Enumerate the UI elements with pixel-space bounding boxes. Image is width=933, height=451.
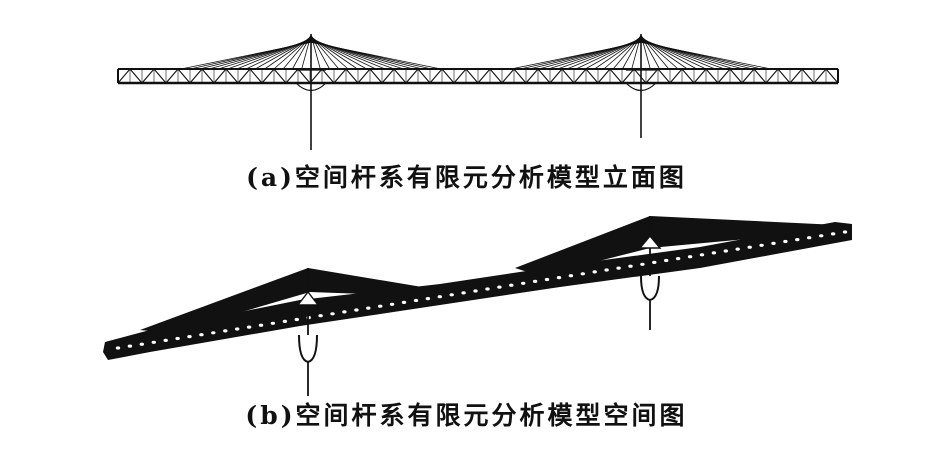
spatial-tower-1 (296, 268, 320, 396)
spatial-tower-2 (638, 216, 662, 330)
elevation-tower-2 (510, 34, 772, 138)
elevation-truss-web (117, 68, 839, 84)
spatial-cable-fan-2 (515, 216, 838, 276)
spatial-deck-openings (115, 230, 848, 350)
spatial-view (103, 216, 852, 396)
caption-elevation: (a)空间杆系有限元分析模型立面图 (246, 163, 687, 192)
elevation-tower-1 (180, 34, 442, 150)
caption-spatial: (b)空间杆系有限元分析模型空间图 (245, 401, 688, 430)
elevation-view (117, 34, 839, 150)
spatial-cable-fan-1 (140, 268, 440, 333)
